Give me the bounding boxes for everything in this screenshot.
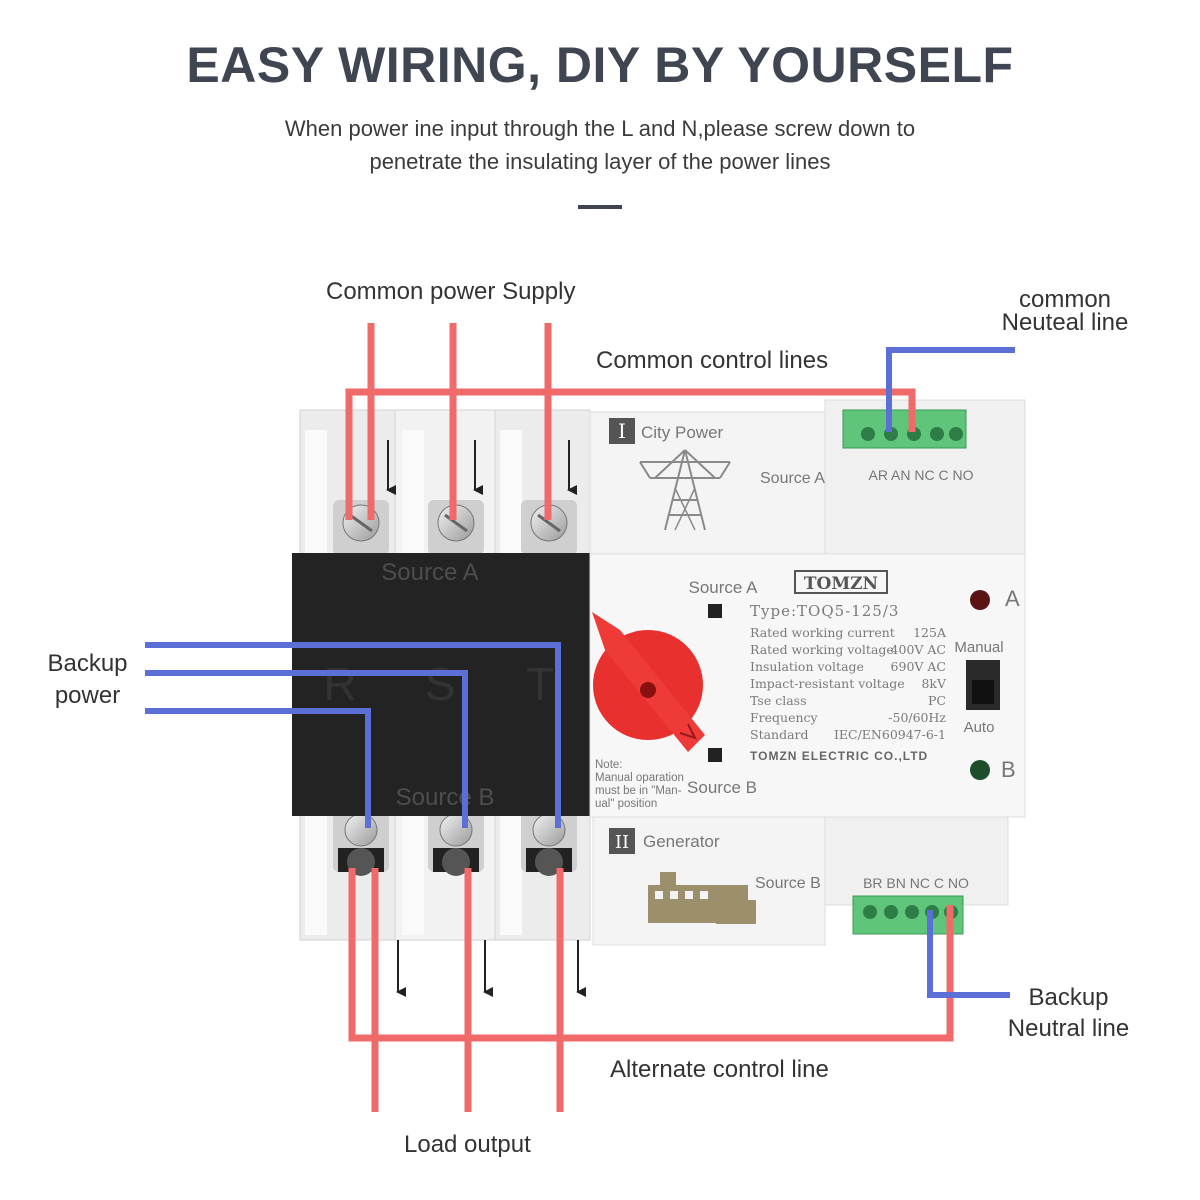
flow-arrows	[386, 440, 586, 997]
cover-source-b-label: Source B	[396, 784, 495, 811]
backup-power-label: Backup power	[30, 648, 145, 712]
note-line: Manual oparation	[595, 772, 684, 784]
spec-value: IEC/EN60947-6-1	[834, 727, 946, 742]
switch-handle[interactable]	[592, 612, 705, 752]
spec-name: Tse class	[750, 693, 807, 708]
bottom-control-terminal-block	[852, 895, 964, 935]
common-neutral-line-label-1: common	[1018, 286, 1112, 313]
indicator-a-label: A	[1005, 586, 1020, 611]
page-title: EASY WIRING, DIY BY YOURSELF	[186, 37, 1014, 93]
spec-value: 690V AC	[891, 659, 946, 674]
backup-neutral-wire	[927, 910, 1010, 998]
panel-source-a-label: Source A	[689, 578, 759, 597]
top-terminal-labels: AR AN NC C NO	[868, 467, 973, 483]
indicator-a-led	[970, 590, 990, 610]
spec-name: Insulation voltage	[750, 659, 864, 674]
mode-auto-label: Auto	[964, 719, 995, 736]
spec-name: Standard	[750, 727, 809, 742]
phase-label-t: T	[526, 658, 554, 710]
source-a-module-label: Source A	[760, 470, 825, 487]
backup-neutral-line-label-2: Neutral line	[1007, 1015, 1130, 1042]
backup-neutral-line-label-1: Backup	[1028, 984, 1109, 1011]
wiring-lines	[145, 323, 1015, 1112]
spec-value: PC	[928, 693, 946, 708]
common-neutral-wire	[886, 347, 1015, 432]
spec-name: Impact-resistant voltage	[750, 676, 905, 691]
generator-label: Generator	[643, 832, 720, 851]
generator-badge	[609, 828, 635, 854]
indicator-b-label: B	[1001, 757, 1016, 782]
subtitle-line-1: When power ine input through the L and N…	[284, 116, 916, 141]
phase-label-s: S	[425, 658, 456, 710]
city-power-numeral: I	[618, 419, 626, 443]
common-neutral-line-label-2: Neuteal line	[1001, 308, 1129, 336]
load-output-label: Load output	[404, 1131, 531, 1158]
indicator-b-led	[970, 760, 990, 780]
subtitle: When power ine input through the L and N…	[200, 112, 1000, 178]
note-line: Note:	[595, 759, 623, 771]
source-b-window	[708, 748, 722, 762]
backup-power-label-1: Backup	[47, 650, 128, 677]
terminal-cover	[292, 553, 590, 816]
alternate-control-line-label: Alternate control line	[610, 1056, 829, 1083]
top-control-terminal-block	[842, 409, 967, 449]
power-pylon-icon	[639, 449, 731, 531]
brand-logo: TOMZN	[804, 574, 878, 594]
spec-name: Frequency	[750, 710, 819, 725]
breaker-body: Source A Source B R S T I City Power Sou…	[292, 399, 1026, 946]
note-line: must be in "Man-	[595, 785, 682, 797]
backup-neutral-line-label: Backup Neutral line	[996, 982, 1141, 1044]
backup-power-label-2: power	[54, 682, 121, 709]
brand-box	[794, 570, 888, 594]
spec-value: 8kV	[921, 676, 947, 691]
panel-source-b-label: Source B	[687, 778, 757, 797]
spec-value: 125A	[913, 625, 947, 640]
spec-list: Rated working current 125A Rated working v…	[750, 625, 947, 742]
title-divider	[578, 205, 622, 209]
alternate-control-line	[348, 868, 954, 1042]
common-neutral-line-label: common Neuteal line	[990, 286, 1140, 336]
generator-numeral: II	[615, 832, 629, 853]
spec-value: 400V AC	[891, 642, 946, 657]
mode-manual-label: Manual	[954, 639, 1003, 656]
note-line: ual" position	[595, 798, 657, 810]
source-b-module-label: Source B	[755, 875, 821, 892]
manufacturer-label: TOMZN ELECTRIC CO.,LTD	[750, 749, 928, 763]
common-power-supply-wires	[367, 323, 552, 520]
generator-icon	[648, 872, 756, 924]
bottom-terminal-labels: BR BN NC C NO	[863, 875, 969, 891]
spec-name: Rated working current	[750, 625, 895, 640]
spec-name: Rated working voltage	[750, 642, 894, 657]
city-power-label: City Power	[641, 423, 724, 442]
common-power-supply-label: Common power Supply	[326, 278, 576, 305]
spec-value: -50/60Hz	[888, 710, 946, 725]
common-control-lines-label: Common control lines	[596, 347, 829, 374]
common-control-line	[345, 388, 916, 520]
subtitle-line-2: penetrate the insulating layer of the po…	[369, 149, 831, 174]
backup-power-wires	[145, 642, 561, 828]
type-label: Type:TOQ5-125/3	[750, 602, 899, 620]
city-power-badge	[609, 418, 635, 444]
phase-label-r: R	[323, 658, 356, 710]
source-a-window	[708, 604, 722, 618]
cover-source-a-label: Source A	[381, 559, 478, 586]
load-output-wires	[371, 868, 564, 1112]
